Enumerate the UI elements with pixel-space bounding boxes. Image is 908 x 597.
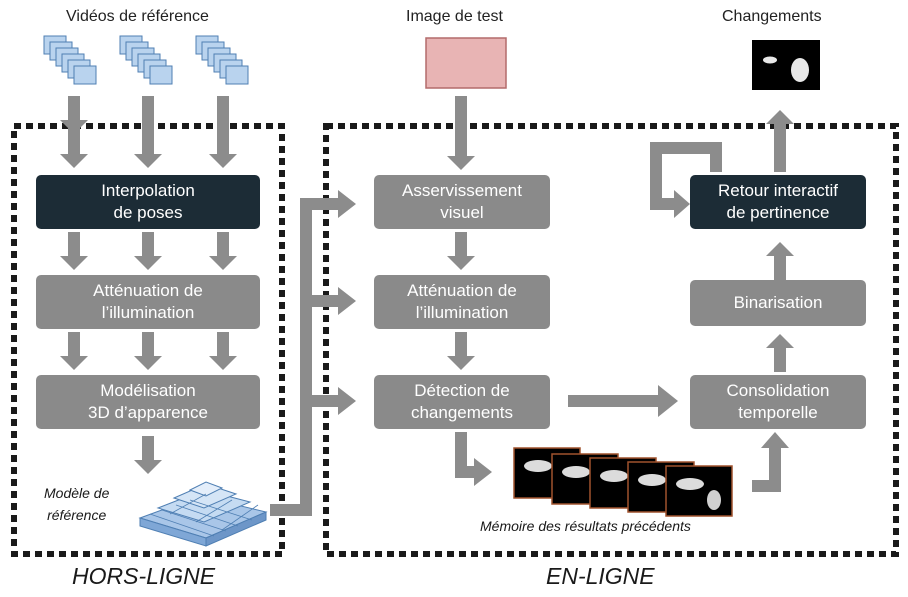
arrow-video1-head <box>60 130 88 168</box>
feedback-loop-head <box>674 190 690 218</box>
arrow-det-temp-shaft <box>568 395 660 407</box>
changes-label: Changements <box>722 8 822 25</box>
arrow-video1-shaft <box>68 96 80 140</box>
pose-interpolation-box: Interpolation de poses <box>36 175 260 229</box>
arrow-on-a <box>447 232 475 270</box>
arrow-to-memory-head <box>474 458 492 486</box>
offline-section-title: HORS-LIGNE <box>72 563 216 589</box>
arrow-bin-feed <box>766 242 794 280</box>
arrow-to-illum-head <box>338 287 356 315</box>
arrow-to-servoing-head <box>338 190 356 218</box>
reference-videos-label: Vidéos de référence <box>66 8 209 25</box>
arrow-temp-bin <box>766 334 794 372</box>
arrow-feed-changes-shaft <box>774 122 786 172</box>
appearance-modeling-box: Modélisation 3D d’apparence <box>36 375 260 429</box>
arrow-det-temp-head <box>658 385 678 417</box>
arrow-off-b2 <box>134 332 162 370</box>
arrow-video2-shaft <box>142 96 154 140</box>
arrow-off-a3 <box>209 232 237 270</box>
offline-illumination-box: Atténuation de l’illumination <box>36 275 260 329</box>
connector-model-to-online <box>270 198 340 516</box>
video-stack-2-icon <box>119 35 173 85</box>
arrow-on-b <box>447 332 475 370</box>
memory-frame-5 <box>665 465 733 517</box>
connector-detection-to-memory <box>455 432 478 478</box>
relevance-feedback-box: Retour interactif de pertinence <box>690 175 866 229</box>
online-region <box>323 123 899 557</box>
change-detection-box: Détection de changements <box>374 375 550 429</box>
test-image-icon <box>425 37 507 89</box>
arrow-off-a2 <box>134 232 162 270</box>
arrow-video3-shaft <box>217 96 229 140</box>
visual-servoing-box: Asservissement visuel <box>374 175 550 229</box>
feedback-loop <box>650 142 722 210</box>
arrow-off-b1 <box>60 332 88 370</box>
arrow-to-detection-head <box>338 387 356 415</box>
temporal-consolidation-box: Consolidation temporelle <box>690 375 866 429</box>
video-stack-1-icon <box>43 35 97 85</box>
reference-model-icon <box>138 481 268 547</box>
arrow-memory-temporal-head <box>761 432 789 448</box>
online-section-title: EN-LIGNE <box>546 563 655 589</box>
arrow-off-c <box>134 436 162 474</box>
changes-image-icon <box>752 40 820 90</box>
connector-memory-to-temporal <box>752 446 781 492</box>
arrow-off-a1 <box>60 232 88 270</box>
reference-model-label: Modèle de référence <box>44 485 110 523</box>
test-image-label: Image de test <box>406 8 503 25</box>
arrow-off-b3 <box>209 332 237 370</box>
arrow-test-head <box>447 132 475 170</box>
memory-label: Mémoire des résultats précédents <box>480 518 691 534</box>
video-stack-3-icon <box>195 35 249 85</box>
online-illumination-box: Atténuation de l’illumination <box>374 275 550 329</box>
binarization-box: Binarisation <box>690 280 866 326</box>
